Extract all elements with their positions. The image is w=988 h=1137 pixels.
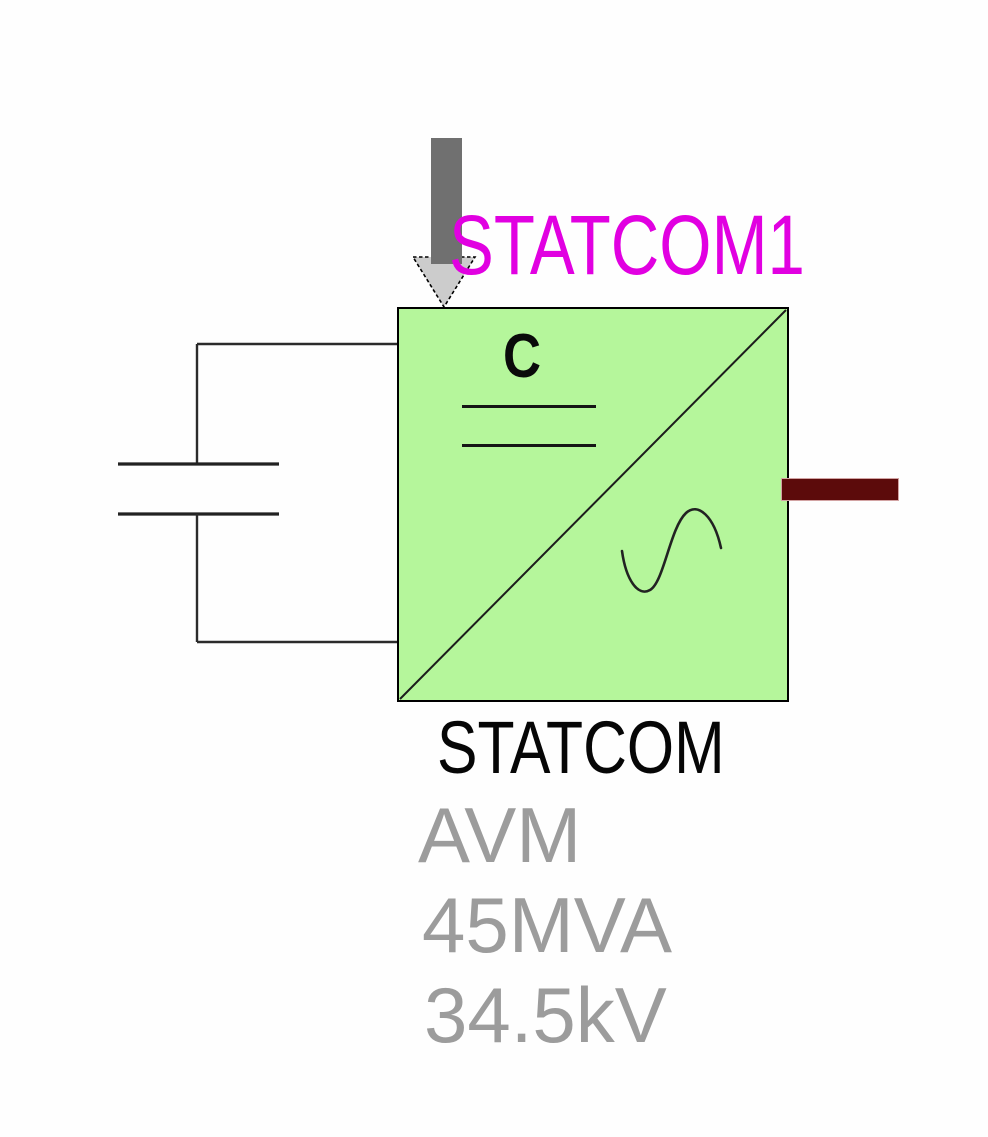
- ac-terminal-bar[interactable]: [781, 478, 899, 501]
- device-name-label[interactable]: STATCOM1: [449, 198, 805, 292]
- control-input-arrow-icon[interactable]: [408, 136, 482, 310]
- device-type-label: STATCOM: [437, 706, 725, 789]
- device-mva-rating-label: 45MVA: [422, 881, 672, 969]
- device-kv-rating-label: 34.5kV: [424, 971, 667, 1059]
- statcom-converter-block[interactable]: C: [397, 307, 789, 702]
- dc-capacitor-icon[interactable]: [110, 338, 410, 650]
- device-model-label: AVM: [418, 791, 582, 879]
- diagonal-divider: [399, 309, 787, 700]
- dc-symbol-line-top: [462, 405, 596, 408]
- dc-symbol-letter: C: [503, 322, 542, 391]
- dc-symbol-line-bottom: [462, 444, 596, 447]
- arrow-shaft: [431, 138, 462, 264]
- ac-sine-icon: [620, 508, 723, 593]
